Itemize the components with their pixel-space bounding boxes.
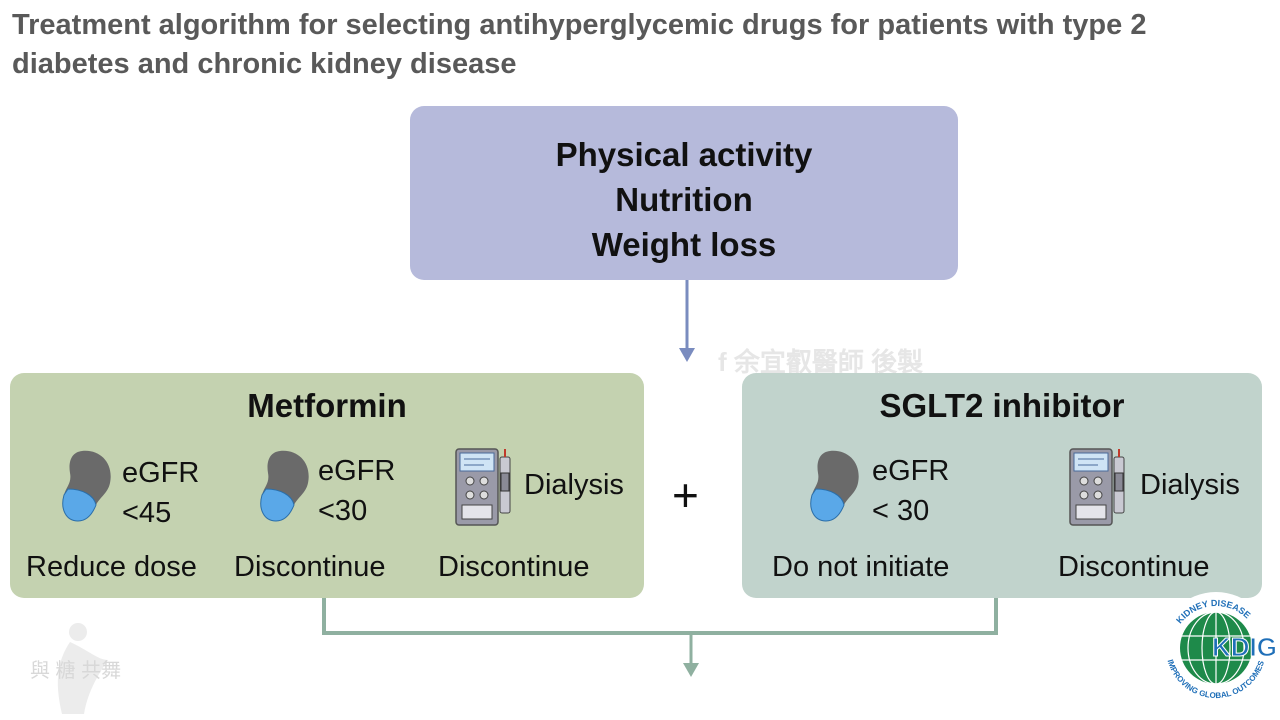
metformin-egfr-value-1: <45 — [122, 497, 172, 529]
title-line-1: Treatment algorithm for selecting antihy… — [12, 9, 1147, 41]
metformin-egfr-label-2: eGFR — [318, 455, 396, 487]
down-arrow-icon — [683, 633, 699, 677]
watermark-text: f 余宜叡醫師 後製 — [718, 347, 924, 377]
dialysis-machine-icon — [455, 448, 511, 526]
metformin-action-discontinue-egfr: Discontinue — [234, 551, 386, 583]
sglt2-egfr-value: < 30 — [872, 495, 930, 527]
metformin-title: Metformin — [247, 387, 407, 424]
metformin-action-reduce-dose: Reduce dose — [26, 551, 197, 583]
metformin-egfr-value-2: <30 — [318, 495, 368, 527]
sglt2-action-discontinue: Discontinue — [1058, 551, 1210, 583]
plus-sign: + — [672, 469, 699, 521]
sglt2-dialysis-label: Dialysis — [1140, 469, 1240, 501]
connector-sglt2-down — [994, 598, 998, 634]
dancers-watermark-icon — [57, 623, 108, 714]
connector-horizontal — [322, 631, 998, 635]
slide-title: Treatment algorithm for selecting antihy… — [12, 6, 1272, 84]
lifestyle-line-weight-loss: Weight loss — [591, 226, 777, 263]
corner-watermark-text: 與 糖 共舞 — [30, 660, 122, 682]
logo-brand-text: KDIGO — [1212, 632, 1276, 662]
metformin-dialysis-label: Dialysis — [524, 469, 624, 501]
sglt2-box: SGLT2 inhibitor eGFR < 30 Do not initiat… — [742, 373, 1262, 598]
metformin-action-discontinue-dialysis: Discontinue — [438, 551, 590, 583]
metformin-egfr-label-1: eGFR — [122, 457, 200, 489]
lifestyle-line-physical-activity: Physical activity — [555, 136, 813, 173]
dialysis-machine-icon — [1069, 448, 1125, 526]
sglt2-action-do-not-initiate: Do not initiate — [772, 551, 950, 583]
sglt2-egfr-label: eGFR — [872, 455, 950, 487]
title-line-2: diabetes and chronic kidney disease — [12, 48, 517, 80]
sglt2-title: SGLT2 inhibitor — [879, 387, 1125, 424]
kidney-icon — [260, 450, 309, 522]
down-arrow-icon — [679, 280, 695, 362]
lifestyle-line-nutrition: Nutrition — [615, 181, 753, 218]
kidney-icon — [62, 450, 111, 522]
metformin-box: Metformin eGFR <45 Reduce dose eGFR <30 … — [10, 373, 644, 598]
lifestyle-box: Physical activity Nutrition Weight loss — [410, 106, 958, 280]
connector-metformin-down — [322, 598, 326, 634]
kdigo-logo-icon: KIDNEY DISEASE IMPROVING GLOBAL OUTCOMES… — [1160, 592, 1276, 704]
kidney-icon — [810, 450, 859, 522]
